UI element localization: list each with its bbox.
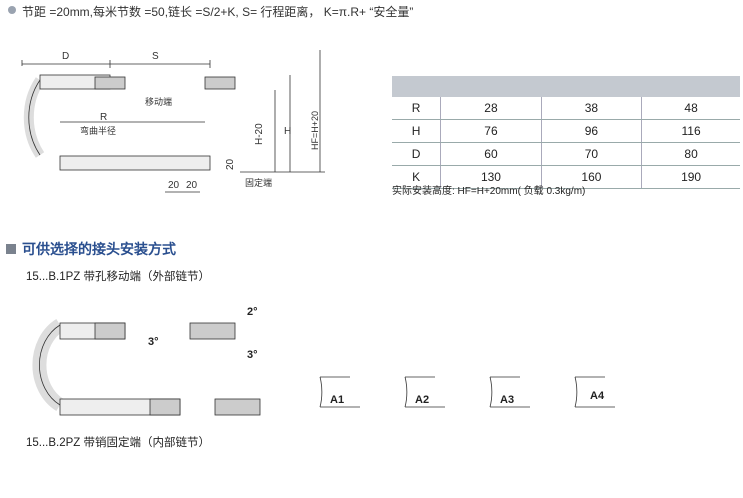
variant-a4: A4: [590, 390, 605, 402]
table-header-band: [392, 76, 740, 97]
variant-a2: A2: [415, 394, 429, 406]
dim-r: R: [100, 112, 107, 123]
chain-links: [39, 74, 236, 171]
option1-label: 15...B.1PZ 带孔移动端（外部链节）: [26, 271, 211, 283]
variant-a3: A3: [500, 394, 514, 406]
spec-line: 节距 =20mm,每米节数 =50,链长 =S/2+K, S= 行程距离， K=…: [22, 5, 414, 19]
dim-h: H: [284, 126, 291, 137]
angle-label: 3°: [247, 349, 258, 361]
dim-20: 20: [225, 158, 236, 170]
chain-dimension-diagram: D S R 弯曲半径 移动端 固定端 H H-20 HF=H+20 20 20 …: [21, 50, 325, 193]
bullet-icon: [8, 6, 16, 14]
dim-s: S: [152, 51, 159, 62]
moving-end-label: 移动端: [145, 96, 172, 107]
option2-label: 15...B.2PZ 带销固定端（内部链节）: [26, 437, 211, 449]
bend-radius-label: 弯曲半径: [80, 125, 116, 136]
dim-d: D: [62, 51, 69, 62]
angle-label: 3°: [148, 336, 159, 348]
dim-hf: HF=H+20: [310, 111, 320, 150]
square-icon: [6, 244, 16, 254]
fixed-end-label: 固定端: [245, 177, 272, 188]
install-height-note: 实际安装高度: HF=H+20mm( 负载 0.3kg/m): [392, 186, 586, 197]
dim-h-20: H-20: [254, 123, 265, 145]
section-title: 可供选择的接头安装方式: [6, 239, 176, 259]
dim-20: 20: [186, 180, 198, 191]
angle-label: 2°: [247, 306, 258, 318]
variant-a1: A1: [330, 394, 344, 406]
dim-20: 20: [168, 180, 180, 191]
mounting-options-diagram: 3° 2° 3° A1 A2 A3 A4: [32, 306, 615, 416]
